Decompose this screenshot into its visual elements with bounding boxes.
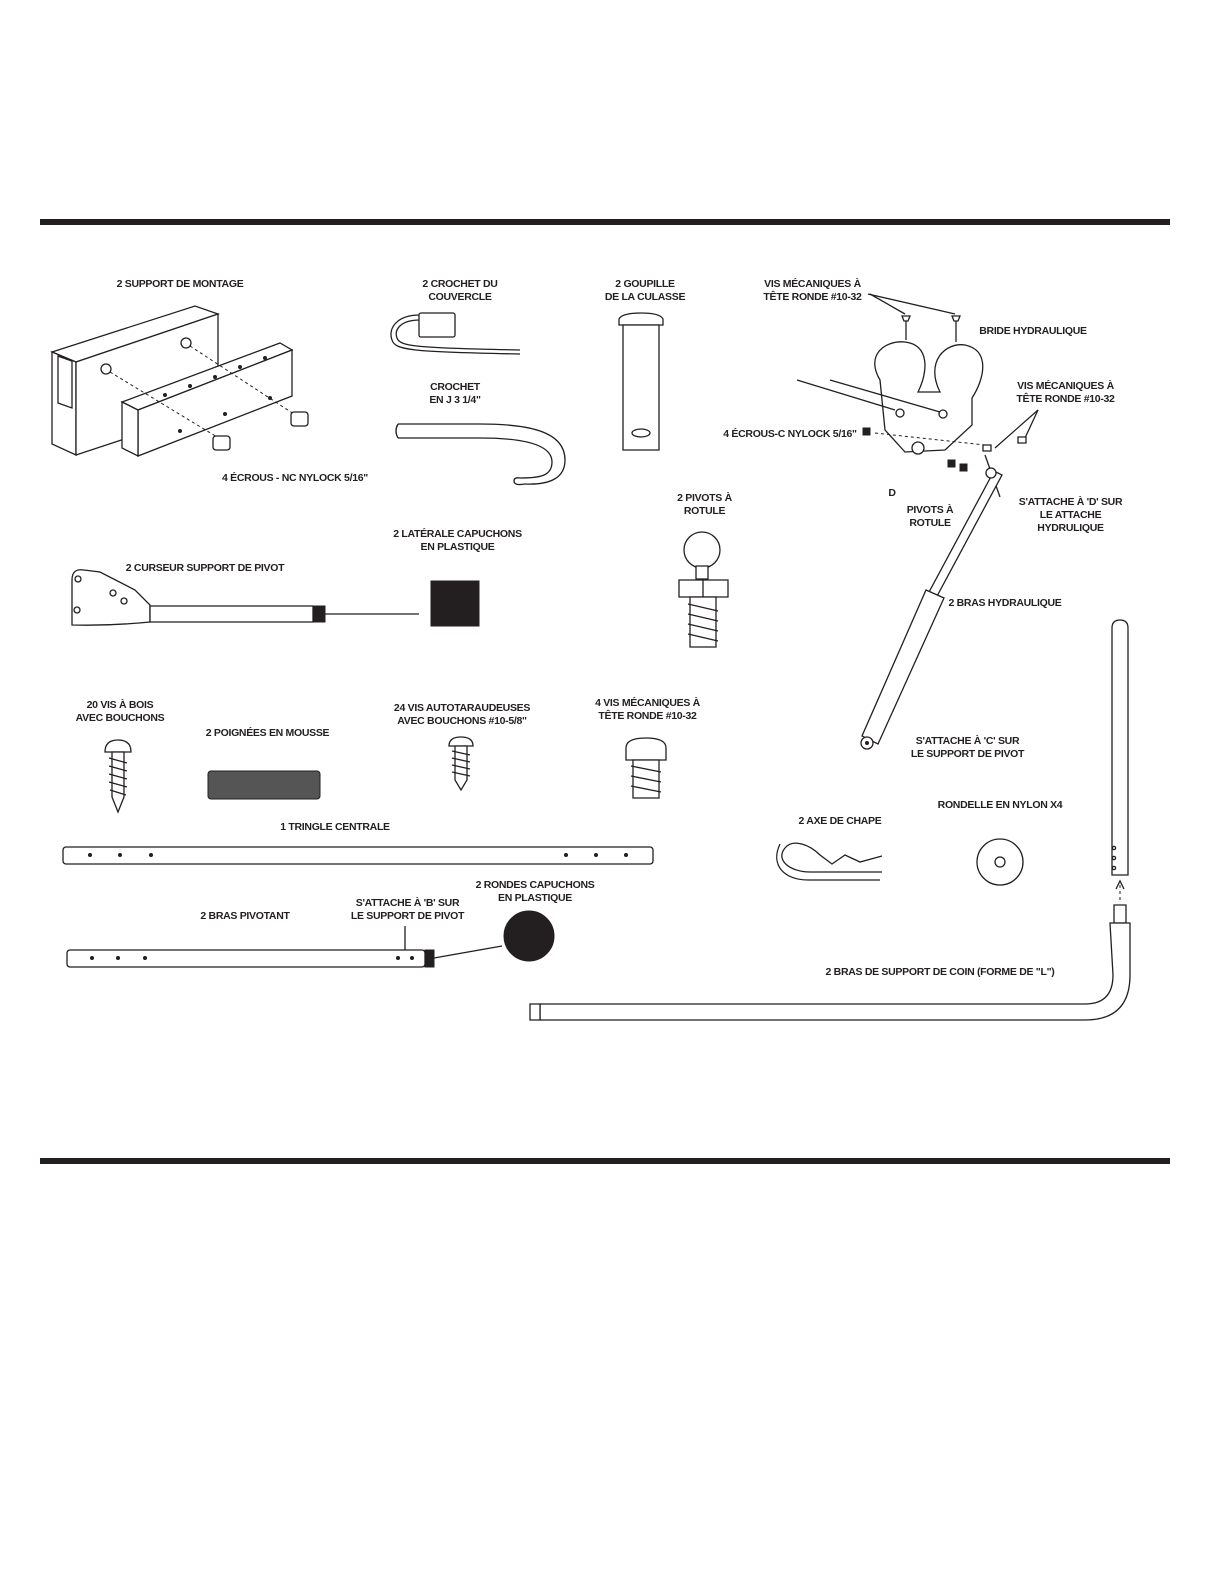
- label-attach-c: S'ATTACHE À 'C' SUR LE SUPPORT DE PIVOT: [910, 735, 1025, 760]
- mounting-bracket-drawing: [52, 306, 308, 456]
- label-pivot-arm: 2 BRAS PIVOTANT: [200, 910, 290, 922]
- ball-pivot-drawing: [679, 532, 728, 647]
- label-nylock-nuts: 4 ÉCROUS - NC NYLOCK 5/16": [222, 472, 368, 484]
- label-mounting-bracket: 2 SUPPORT DE MONTAGE: [116, 278, 244, 290]
- label-c-nylock-nuts: 4 ÉCROUS-C NYLOCK 5/16": [723, 428, 857, 440]
- machine-screw-drawing: [626, 738, 666, 798]
- label-machine-screws-4: 4 VIS MÉCANIQUES À TÊTE RONDE #10-32: [595, 697, 700, 722]
- label-hydraulic-bracket: BRIDE HYDRAULIQUE: [979, 325, 1087, 337]
- breech-pin-drawing: [619, 313, 663, 450]
- foam-grip-drawing: [208, 771, 320, 799]
- clevis-pin-drawing: [777, 843, 882, 880]
- center-rod-drawing: [63, 847, 653, 864]
- label-wood-screws: 20 VIS À BOIS AVEC BOUCHONS: [75, 699, 165, 724]
- nylon-washer-drawing: [977, 839, 1023, 885]
- top-divider: [40, 219, 1170, 225]
- wood-screw-drawing: [105, 740, 131, 812]
- label-corner-arms: 2 BRAS DE SUPPORT DE COIN (FORME DE "L"): [825, 966, 1055, 978]
- round-cap-drawing: [504, 911, 554, 961]
- label-j-hook: CROCHET EN J 3 1/4": [429, 381, 481, 406]
- label-attach-b: S'ATTACHE À 'B' SUR LE SUPPORT DE PIVOT: [350, 897, 465, 922]
- label-round-caps: 2 RONDES CAPUCHONS EN PLASTIQUE: [475, 879, 595, 904]
- hydraulic-arm-drawing: [861, 468, 1002, 749]
- bottom-divider: [40, 1158, 1170, 1164]
- label-machine-screws-top: VIS MÉCANIQUES À TÊTE RONDE #10-32: [763, 278, 862, 303]
- hydraulic-bracket-drawing: [797, 294, 1038, 497]
- label-breech-pin: 2 GOUPILLE DE LA CULASSE: [604, 278, 686, 303]
- label-d-marker: D: [888, 487, 896, 499]
- label-hydraulic-arm: 2 BRAS HYDRAULIQUE: [948, 597, 1062, 609]
- label-ball-pivots: 2 PIVOTS À ROTULE: [677, 492, 732, 517]
- label-nylon-washer: RONDELLE EN NYLON X4: [937, 799, 1063, 811]
- side-cap-drawing: [431, 581, 479, 626]
- pivot-arm-drawing: [67, 926, 502, 967]
- label-attach-d: S'ATTACHE À 'D' SUR LE ATTACHE HYDRULIQU…: [1018, 496, 1123, 534]
- label-foam-grips: 2 POIGNÉES EN MOUSSE: [205, 727, 330, 739]
- label-self-tapping: 24 VIS AUTOTARAUDEUSES AVEC BOUCHONS #10…: [393, 702, 531, 727]
- j-hook-drawing: [396, 424, 565, 485]
- label-clevis-pin: 2 AXE DE CHAPE: [798, 815, 882, 827]
- self-tapping-screw-drawing: [449, 737, 473, 790]
- pivot-slider-drawing: [72, 570, 419, 625]
- label-ball-pivots-small: PIVOTS À ROTULE: [906, 504, 954, 529]
- label-pivot-slider: 2 CURSEUR SUPPORT DE PIVOT: [125, 562, 285, 574]
- label-side-caps: 2 LATÉRALE CAPUCHONS EN PLASTIQUE: [393, 528, 522, 553]
- corner-arm-drawing: [530, 620, 1130, 1020]
- lid-hook-drawing: [391, 313, 520, 354]
- label-machine-screws-right: VIS MÉCANIQUES À TÊTE RONDE #10-32: [1016, 380, 1115, 405]
- label-center-rod: 1 TRINGLE CENTRALE: [280, 821, 390, 833]
- label-lid-hook: 2 CROCHET DU COUVERCLE: [422, 278, 498, 303]
